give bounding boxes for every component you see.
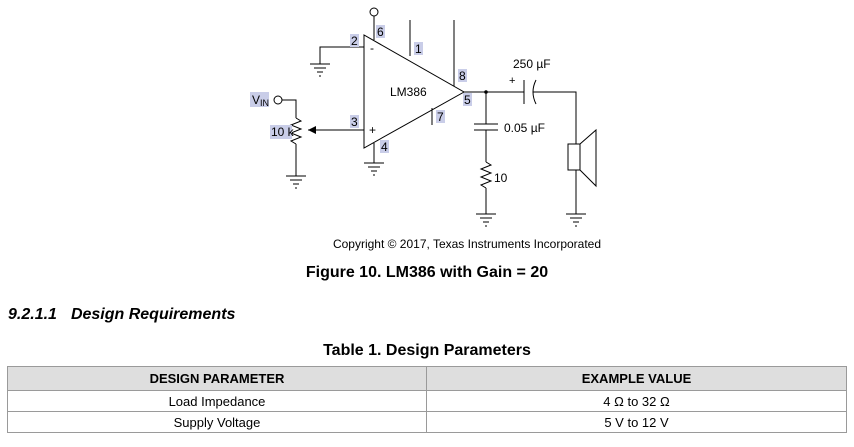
pin-label-2: 2 [351,34,358,48]
svg-text:VIN: VIN [252,93,269,108]
cap-005uf-label: 0.05 µF [504,121,545,135]
section-number: 9.2.1.1 [8,306,57,323]
table-cell: Supply Voltage [7,411,427,433]
pot-label: 10 k [271,125,295,139]
table-row: Load Impedance 4 Ω to 32 Ω [7,390,847,412]
pin-label-3: 3 [351,115,358,129]
pin-label-5: 5 [464,93,471,107]
column-header-value: EXAMPLE VALUE [426,366,847,391]
table-cell: Load Impedance [7,390,427,412]
design-parameters-table: DESIGN PARAMETER EXAMPLE VALUE Load Impe… [7,366,847,433]
column-header-parameter: DESIGN PARAMETER [7,366,427,391]
resistor-10-label: 10 [494,171,508,185]
vin-label: V [252,93,260,107]
pin-label-1: 1 [415,42,422,56]
cap-polarity-sign: + [509,75,515,87]
vin-subscript: IN [260,98,269,108]
figure-copyright: Copyright © 2017, Texas Instruments Inco… [332,237,602,251]
table-cell: 4 Ω to 32 Ω [426,390,847,412]
table-header-row: DESIGN PARAMETER EXAMPLE VALUE [7,366,847,391]
section-heading: 9.2.1.1 Design Requirements [8,306,235,324]
table-cell: 5 V to 12 V [426,411,847,433]
ic-label: LM386 [390,85,427,99]
pin-label-4: 4 [381,140,388,154]
section-title: Design Requirements [70,306,236,323]
pin-label-6: 6 [377,25,384,39]
inverting-input-sign: - [370,41,374,55]
cap-250uf-label: 250 µF [513,57,551,71]
pin-label-7: 7 [437,110,444,124]
pin-label-8: 8 [459,69,466,83]
table-title: Table 1. Design Parameters [323,342,531,359]
figure-title: Figure 10. LM386 with Gain = 20 [305,264,549,281]
amplifier-triangle [363,34,466,149]
table-row: Supply Voltage 5 V to 12 V [7,411,847,433]
noninverting-input-sign: + [369,123,376,137]
lm386-schematic: LM386 - + 6 2 1 8 5 7 3 4 VIN 10 k 250 µ… [250,7,597,227]
